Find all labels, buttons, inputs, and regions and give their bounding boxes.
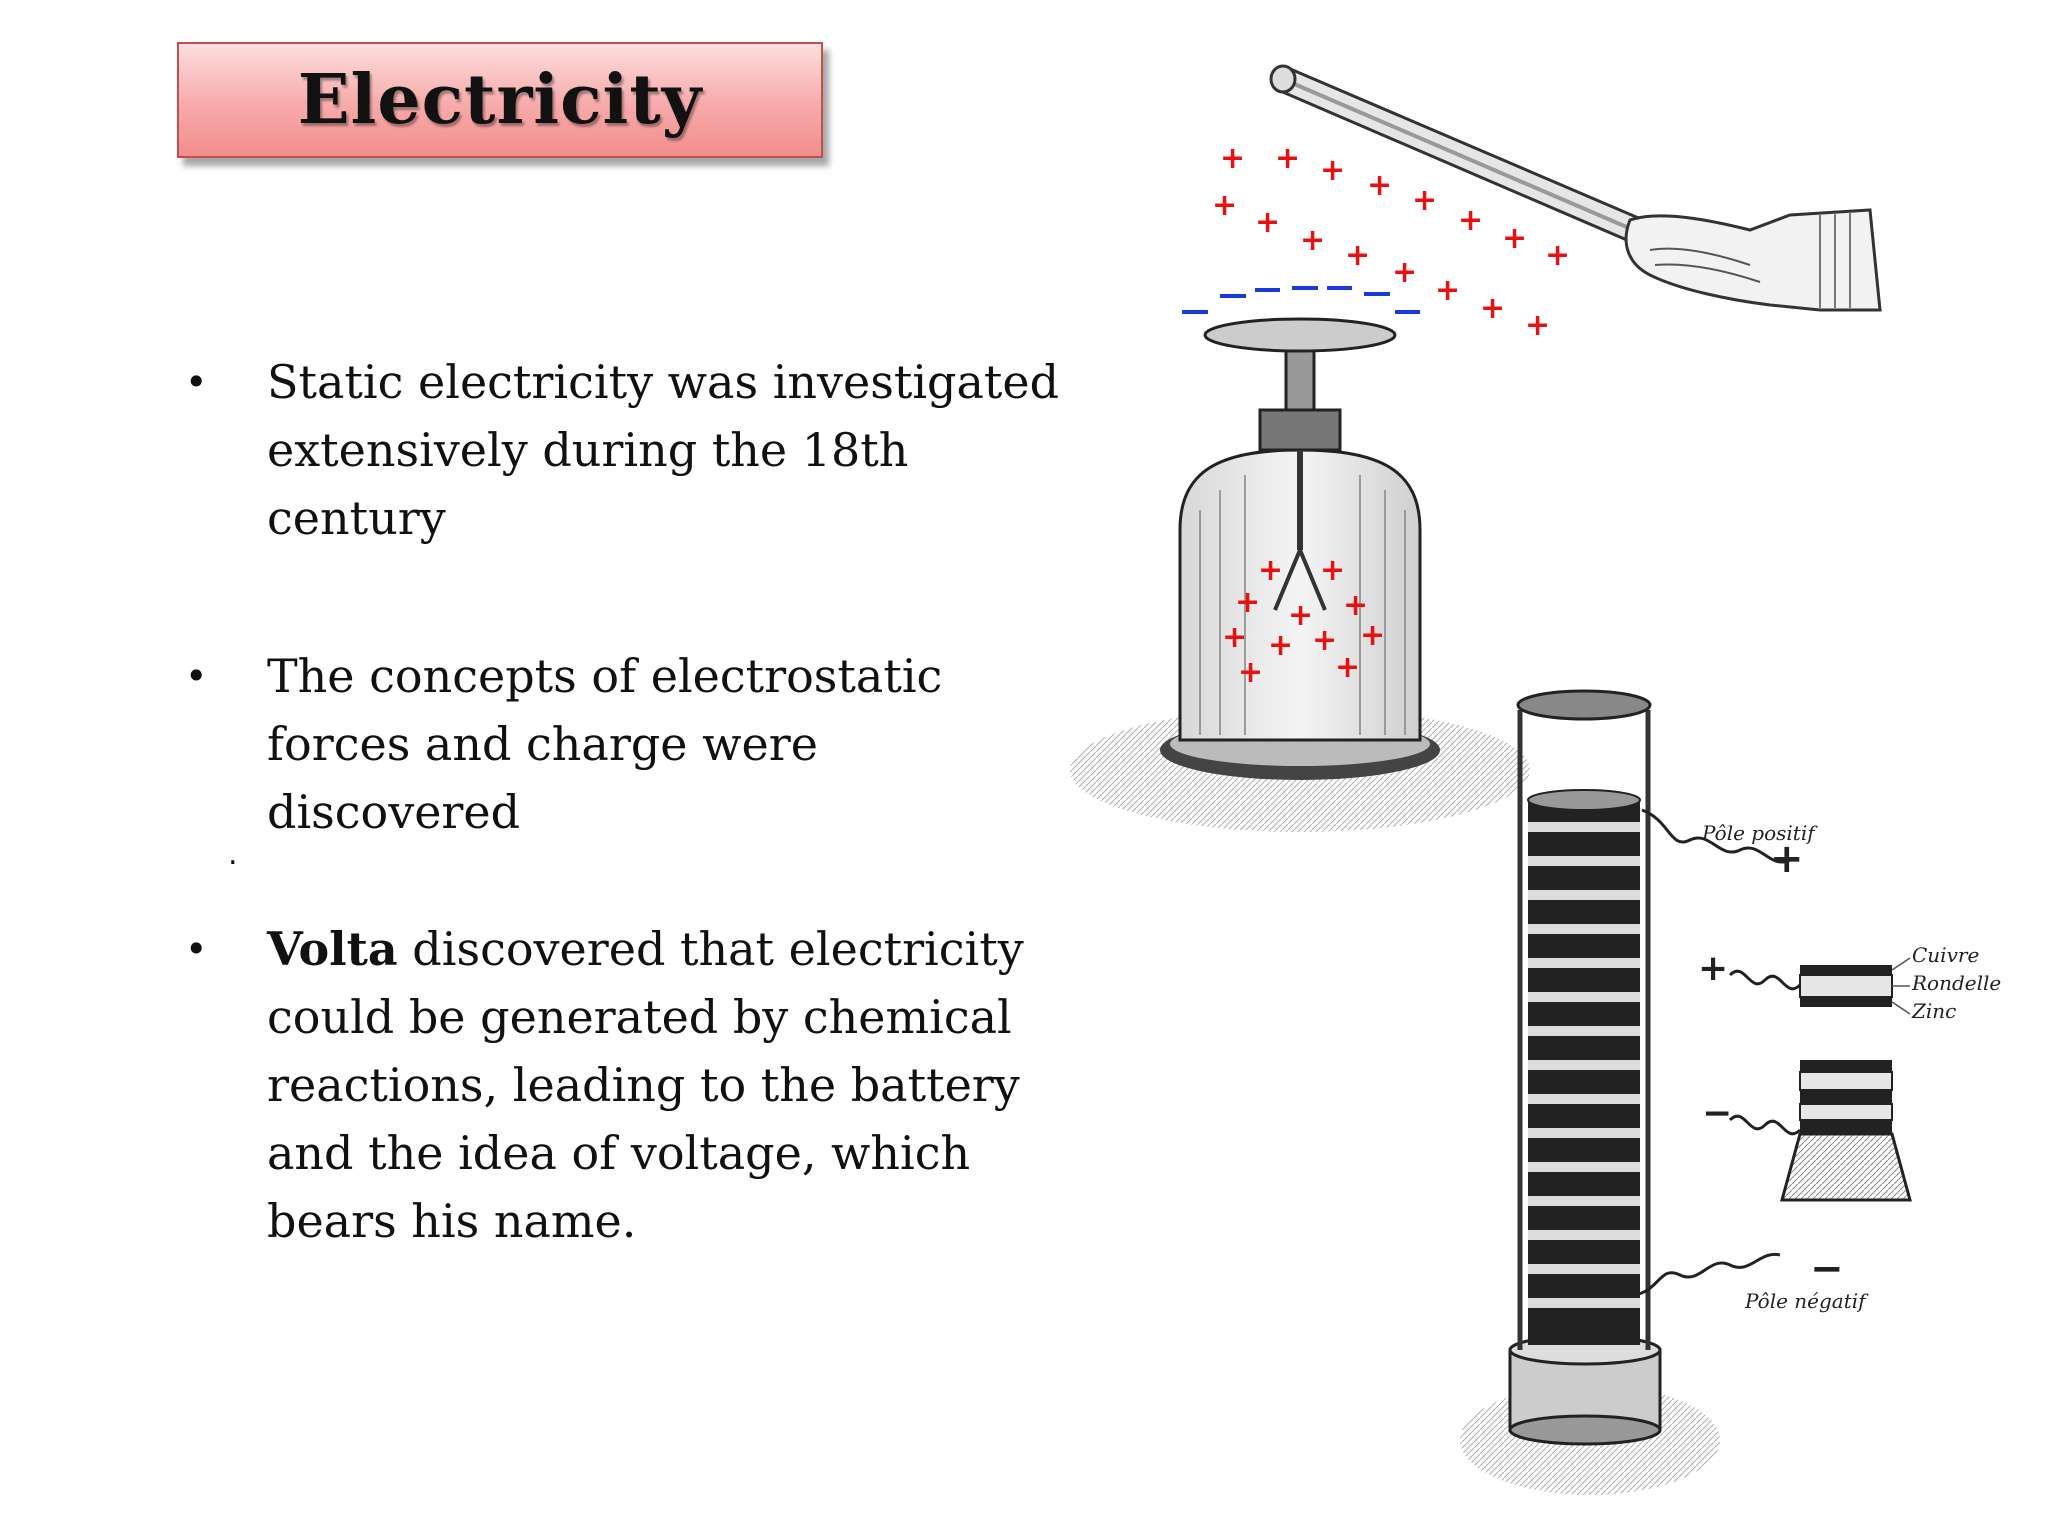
electroscope-and-voltaic-pile-illustration: +++ +++ ++ +++ +++ ++ bbox=[1030, 50, 2030, 1530]
svg-text:+: + bbox=[1320, 553, 1345, 588]
svg-text:+: + bbox=[1255, 205, 1280, 240]
bullet-text: Volta discovered that electricity could … bbox=[267, 922, 1024, 1248]
title-box: Electricity bbox=[177, 42, 823, 158]
svg-text:+: + bbox=[1698, 948, 1728, 989]
svg-text:+: + bbox=[1320, 153, 1345, 188]
svg-text:+: + bbox=[1335, 650, 1360, 685]
svg-text:+: + bbox=[1212, 188, 1237, 223]
slide-title: Electricity bbox=[297, 60, 703, 140]
bullet-text: Static electricity was investigated exte… bbox=[267, 355, 1060, 545]
svg-text:+: + bbox=[1268, 628, 1293, 663]
svg-text:+: + bbox=[1222, 620, 1247, 655]
label-washer: Rondelle bbox=[1911, 971, 2001, 995]
svg-text:+: + bbox=[1288, 598, 1313, 633]
label-negative-pole: Pôle négatif bbox=[1744, 1289, 1869, 1313]
pile-discs bbox=[1527, 789, 1641, 1345]
disc-detail-icon: + − bbox=[1698, 948, 1912, 1202]
svg-text:+: + bbox=[1435, 273, 1460, 308]
bullet-marker: • bbox=[185, 927, 208, 971]
label-zinc: Zinc bbox=[1911, 999, 1956, 1023]
svg-text:+: + bbox=[1480, 291, 1505, 326]
svg-text:+: + bbox=[1258, 553, 1283, 588]
bold-volta: Volta bbox=[267, 922, 398, 976]
bullet-marker: • bbox=[185, 360, 208, 404]
svg-text:+: + bbox=[1345, 238, 1370, 273]
svg-text:+: + bbox=[1392, 255, 1417, 290]
bullet-text: The concepts of electrostatic forces and… bbox=[267, 649, 943, 839]
svg-text:+: + bbox=[1343, 588, 1368, 623]
svg-text:+: + bbox=[1300, 223, 1325, 258]
svg-text:+: + bbox=[1525, 308, 1550, 343]
label-positive-pole: Pôle positif bbox=[1701, 821, 1818, 845]
svg-text:+: + bbox=[1412, 183, 1437, 218]
negative-charges-plate bbox=[1182, 286, 1420, 314]
charged-rod-icon bbox=[1269, 64, 1693, 264]
bullet-marker: • bbox=[185, 654, 208, 698]
svg-text:+: + bbox=[1545, 238, 1570, 273]
svg-text:+: + bbox=[1458, 203, 1483, 238]
positive-charges-leaves: ++ +++ ++++ ++ bbox=[1222, 553, 1385, 690]
positive-charges-rod: + + + + + + + + + + + + + + + + bbox=[1212, 141, 1570, 343]
svg-text:+: + bbox=[1238, 655, 1263, 690]
svg-text:−: − bbox=[1810, 1246, 1844, 1292]
hand-icon bbox=[1624, 208, 1882, 312]
svg-text:+: + bbox=[1770, 836, 1804, 882]
svg-text:+: + bbox=[1235, 585, 1260, 620]
svg-text:−: − bbox=[1702, 1093, 1732, 1134]
svg-text:+: + bbox=[1312, 623, 1337, 658]
electroscope-icon bbox=[1070, 317, 1530, 832]
svg-text:+: + bbox=[1220, 141, 1245, 176]
svg-text:+: + bbox=[1275, 141, 1300, 176]
stray-dot: . bbox=[228, 837, 238, 872]
voltaic-pile-icon: + − bbox=[1460, 689, 1844, 1495]
svg-text:+: + bbox=[1502, 221, 1527, 256]
svg-text:+: + bbox=[1367, 168, 1392, 203]
label-copper: Cuivre bbox=[1912, 943, 1979, 967]
svg-text:+: + bbox=[1360, 618, 1385, 653]
